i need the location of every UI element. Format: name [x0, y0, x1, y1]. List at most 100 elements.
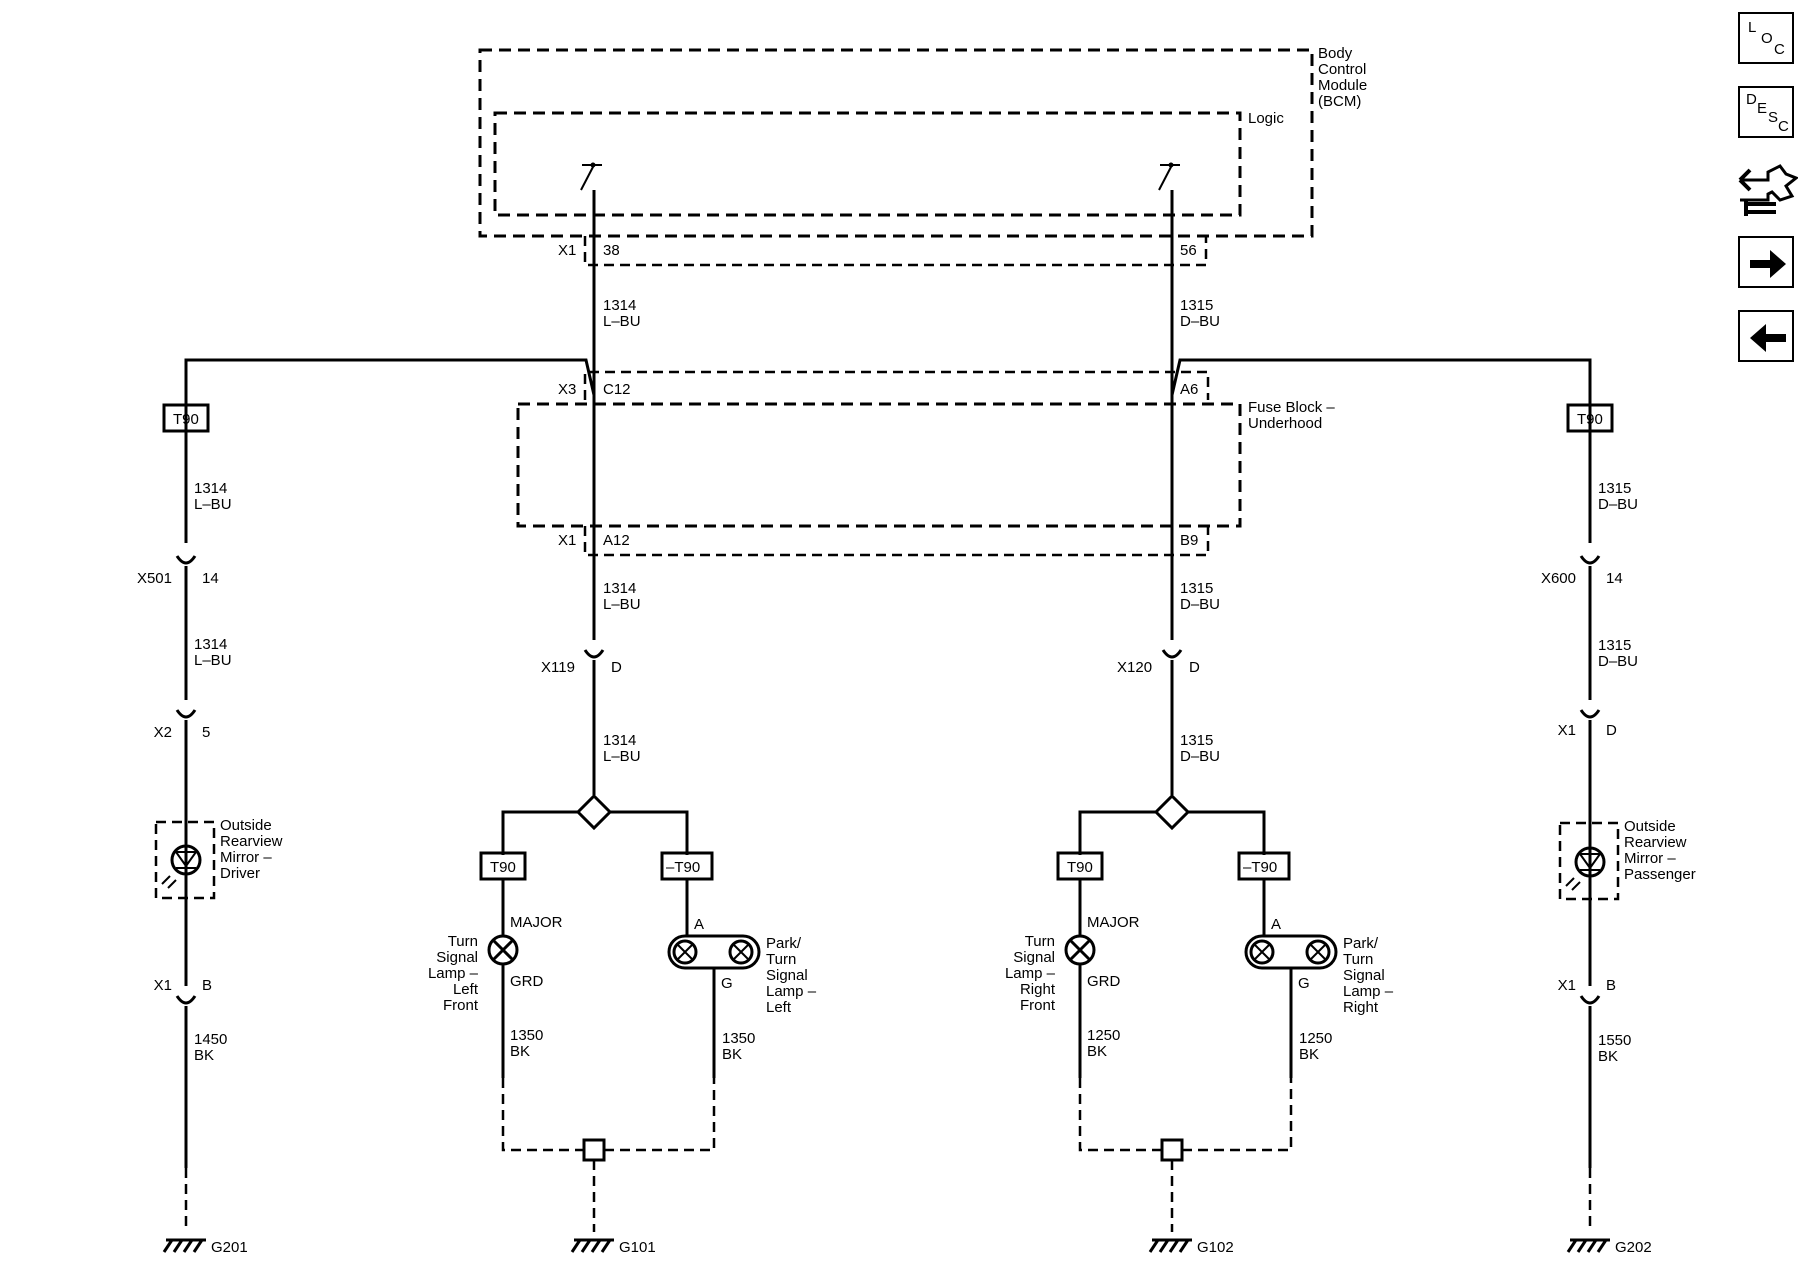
loc-button[interactable]: L O C [1738, 12, 1794, 64]
bcm-x1-connector: X1 38 56 [558, 236, 1208, 267]
x1-passenger-lower-label: X1 [1558, 977, 1576, 994]
wire-label-1315-b: 1315 [1180, 580, 1213, 597]
x1-passenger-upper-pin: D [1606, 722, 1617, 739]
ground-icon [570, 1238, 614, 1253]
mirror-passenger-line2: Rearview [1624, 834, 1687, 851]
desc-button[interactable]: D E S C [1738, 86, 1794, 138]
wire-color-1450: BK [194, 1047, 214, 1064]
ground-icon [1566, 1238, 1610, 1253]
bcm-pin-38: 38 [603, 242, 620, 259]
mirror-passenger-line4: Passenger [1624, 866, 1696, 883]
park-left-line2: Turn [766, 951, 796, 968]
park-left-line1: Park/ [766, 935, 802, 952]
opt-not-t90-left: –T90 [666, 859, 700, 876]
mirror-driver-line2: Rearview [220, 833, 283, 850]
wire-label-1315-c: 1315 [1180, 732, 1213, 749]
wire-color-1315-d: D–BU [1598, 496, 1638, 513]
park-left-line4: Lamp – [766, 983, 817, 1000]
desc-letter-d: D [1746, 91, 1757, 108]
bcm-x1-label: X1 [558, 242, 576, 259]
next-page-button[interactable] [1738, 236, 1794, 288]
mirror-passenger-line3: Mirror – [1624, 850, 1676, 867]
desc-letter-c: C [1778, 118, 1789, 135]
x120-label: X120 [1117, 659, 1152, 676]
wire-label-1314-d: 1314 [194, 480, 227, 497]
wire-label-1314-e: 1314 [194, 636, 227, 653]
turn-right-line3: Lamp – [1005, 965, 1056, 982]
turn-left-line3: Lamp – [428, 965, 479, 982]
branch-right-top [1170, 358, 1592, 400]
pin-g-right: G [1298, 975, 1310, 992]
wire-color-1350-a: BK [510, 1043, 530, 1060]
bcm-label-line2: Control [1318, 61, 1366, 78]
fb-x1-label: X1 [558, 532, 576, 549]
wire-label-1550: 1550 [1598, 1032, 1631, 1049]
connector-x120: X120 D [1117, 649, 1200, 795]
fuse-block-x1-connector: X1 A12 B9 [558, 526, 1210, 557]
fb-pin-b9: B9 [1180, 532, 1198, 549]
fuse-block-label-line2: Underhood [1248, 415, 1322, 432]
turn-left-line2: Signal [436, 949, 478, 966]
x501-pin: 14 [202, 570, 219, 587]
ground-g201: G201 [162, 1238, 248, 1256]
wire-color-1314-d: L–BU [194, 496, 232, 513]
desc-letter-e: E [1757, 100, 1768, 117]
mirror-passenger-line1: Outside [1624, 818, 1676, 835]
opt-t90-left-a: T90 [490, 859, 516, 876]
splice-diamond-right [1153, 793, 1191, 831]
pin-a-right: A [1271, 916, 1281, 933]
wire-color-1314-b: L–BU [603, 596, 641, 613]
x1-passenger-lower-pin: B [1606, 977, 1616, 994]
mirror-driver-line1: Outside [220, 817, 272, 834]
arrow-left-icon [1750, 324, 1786, 352]
fb-pin-c12: C12 [603, 381, 631, 398]
park-right-line4: Lamp – [1343, 983, 1394, 1000]
wire-color-1315-c: D–BU [1180, 748, 1220, 765]
mirror-driver-line4: Driver [220, 865, 260, 882]
park-right-line1: Park/ [1343, 935, 1379, 952]
major-label-right: MAJOR [1087, 914, 1140, 931]
connector-icon [1738, 164, 1799, 216]
x119-label: X119 [541, 659, 575, 676]
pin-a-left: A [694, 916, 704, 933]
x2-pin: 5 [202, 724, 210, 741]
wire-color-1350-b: BK [722, 1046, 742, 1063]
right-front-lamps: T90 –T90 MAJOR GRD Turn Signal Lamp – Ri… [1005, 793, 1394, 1232]
x120-pin: D [1189, 659, 1200, 676]
ground-g102: G102 [1148, 1238, 1234, 1256]
ground-g101: G101 [570, 1238, 656, 1256]
wire-label-1315-d: 1315 [1598, 480, 1631, 497]
wire-color-1314-c: L–BU [603, 748, 641, 765]
lamp-icon [487, 934, 519, 966]
ground-g202: G202 [1566, 1238, 1652, 1256]
opt-t90-passenger: T90 [1577, 411, 1603, 428]
park-left-line3: Signal [766, 967, 808, 984]
desc-letter-s: S [1768, 109, 1779, 126]
logic-block: Logic [493, 110, 1284, 217]
wire-label-1350-b: 1350 [722, 1030, 755, 1047]
grd-label-right: GRD [1087, 973, 1121, 990]
turn-right-line1: Turn [1025, 933, 1055, 950]
wire-label-1314-b: 1314 [603, 580, 636, 597]
bcm-label-line1: Body [1318, 45, 1353, 62]
fuse-block-label-line1: Fuse Block – [1248, 399, 1335, 416]
wire-label-1350-a: 1350 [510, 1027, 543, 1044]
loc-letter-c: C [1774, 41, 1785, 58]
ground-icon [162, 1238, 206, 1253]
wire-label-1250-b: 1250 [1299, 1030, 1332, 1047]
branch-left-top [184, 358, 596, 400]
loc-letter-o: O [1761, 30, 1773, 47]
g102-label: G102 [1197, 1239, 1234, 1256]
previous-page-button[interactable] [1738, 310, 1794, 362]
x1-passenger-upper-label: X1 [1558, 722, 1576, 739]
wire-color-1550: BK [1598, 1048, 1618, 1065]
g201-label: G201 [211, 1239, 248, 1256]
mirror-driver-line3: Mirror – [220, 849, 272, 866]
x1-driver-label: X1 [154, 977, 172, 994]
x1-driver-pin: B [202, 977, 212, 994]
wire-label-1315-a: 1315 [1180, 297, 1213, 314]
wire-color-1315-e: D–BU [1598, 653, 1638, 670]
connector-end-view-button[interactable] [1736, 156, 1799, 220]
fb-pin-a12: A12 [603, 532, 630, 549]
